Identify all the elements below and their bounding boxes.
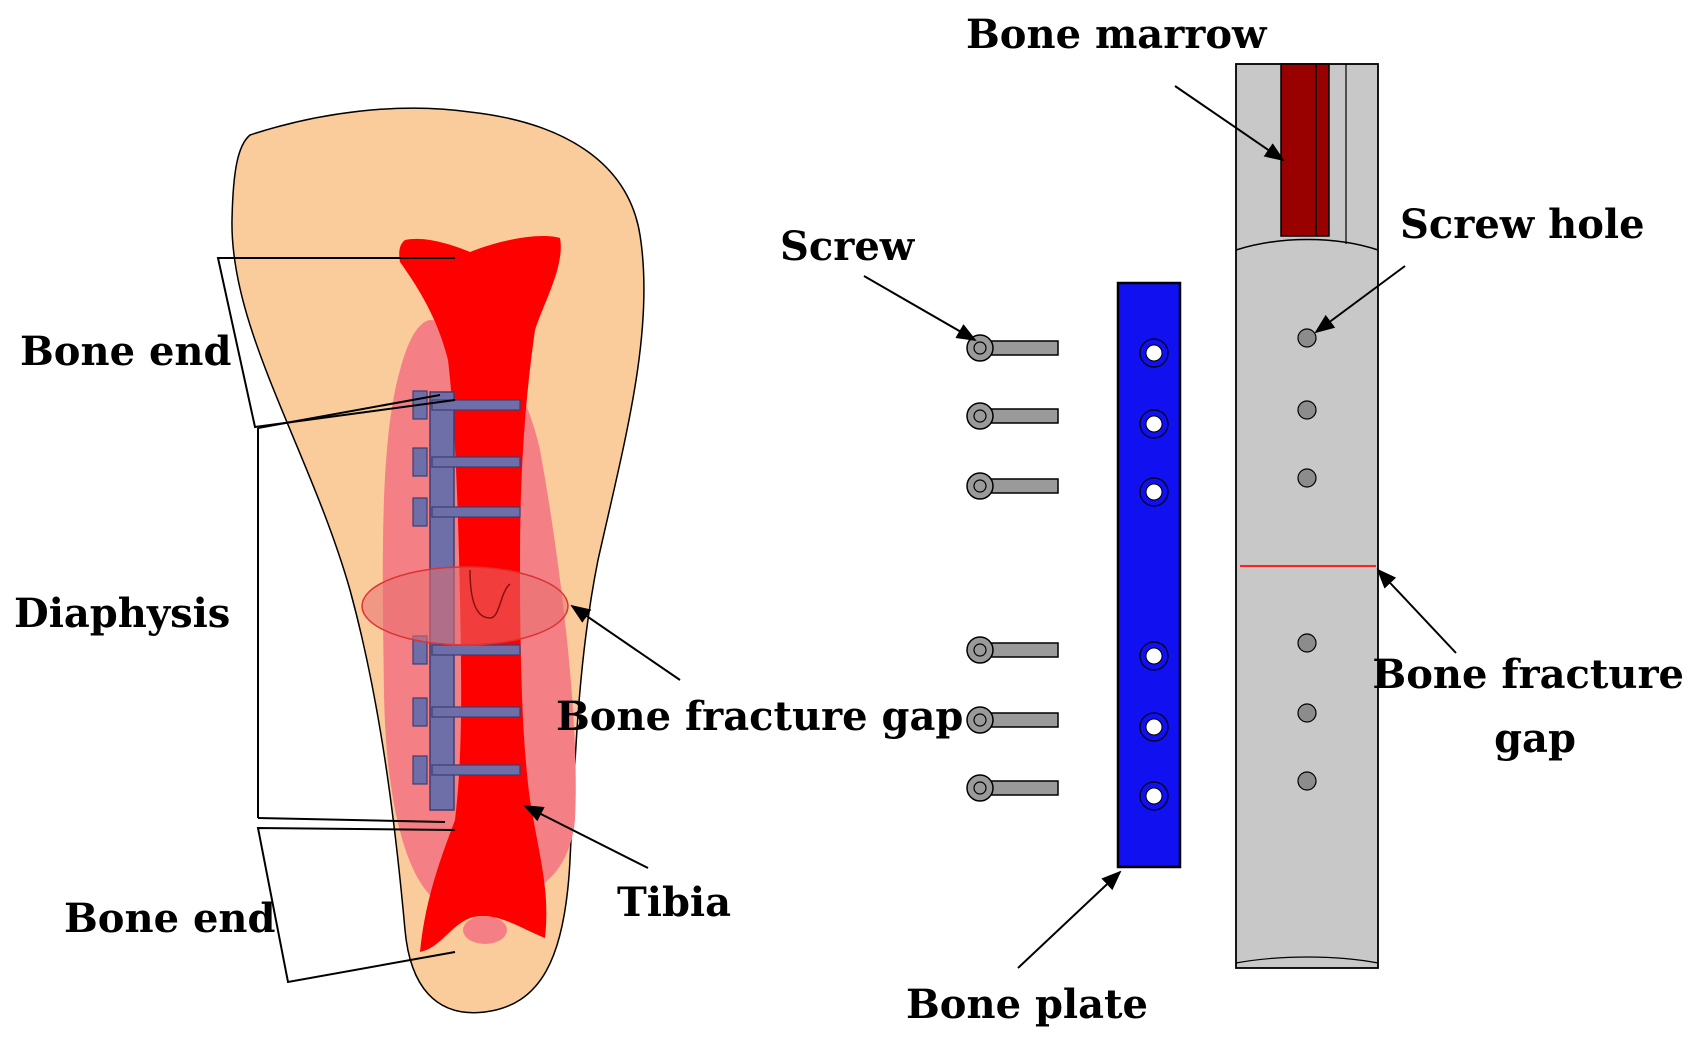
label-bone-fracture-gap-left: Bone fracture gap bbox=[556, 693, 963, 740]
bone-screw-hole bbox=[1297, 633, 1317, 653]
screw-shaft bbox=[989, 712, 1059, 728]
bone-plate-model bbox=[1116, 281, 1182, 869]
screw-shaft bbox=[989, 642, 1059, 658]
bone-screw-hole bbox=[1297, 328, 1317, 348]
bone-screw-hole bbox=[1297, 468, 1317, 488]
plate-hole bbox=[1145, 718, 1163, 736]
fracture-gap-arrow bbox=[570, 604, 681, 681]
fracture-line bbox=[469, 569, 511, 619]
screw-hole-arrow bbox=[1314, 265, 1406, 334]
label-bone-fracture-gap-right-line2: gap bbox=[1494, 715, 1576, 762]
bone-screw-hole bbox=[1297, 703, 1317, 723]
plate-hole bbox=[1145, 415, 1163, 433]
implant-screw-head bbox=[412, 497, 428, 527]
fracture-zone bbox=[361, 566, 569, 646]
leg-schematic bbox=[231, 107, 645, 1014]
plate-holes bbox=[1139, 338, 1169, 811]
screw-shaft bbox=[989, 478, 1059, 494]
plate-hole bbox=[1145, 787, 1163, 805]
fracture-gap-right-arrow bbox=[1376, 568, 1457, 654]
screw-shaft bbox=[989, 340, 1059, 356]
screw-set bbox=[966, 334, 1059, 802]
plate-hole bbox=[1145, 483, 1163, 501]
screw-shaft bbox=[989, 408, 1059, 424]
screw-arrow bbox=[863, 275, 977, 341]
plate-hole bbox=[1145, 344, 1163, 362]
label-bone-end-bottom: Bone end bbox=[64, 895, 275, 942]
implant-screw-shaft bbox=[431, 456, 521, 468]
screw-head-recess bbox=[973, 713, 987, 727]
label-bone-end-top: Bone end bbox=[20, 328, 231, 375]
bone-screw-hole bbox=[1297, 400, 1317, 420]
left-callout-lines bbox=[216, 257, 681, 984]
bone-plate-arrow bbox=[1017, 870, 1122, 969]
tibia-distal-notch bbox=[463, 916, 507, 944]
bone-marrow bbox=[1280, 63, 1330, 237]
implant-screw-shaft bbox=[431, 706, 521, 718]
label-screw-hole: Screw hole bbox=[1400, 201, 1645, 248]
screw-head-recess bbox=[973, 341, 987, 355]
label-bone-marrow: Bone marrow bbox=[966, 11, 1268, 58]
implant-screw-head bbox=[412, 755, 428, 785]
diaphysis-bracket-top bbox=[257, 394, 441, 429]
label-bone-fracture-gap-right-line1: Bone fracture bbox=[1372, 651, 1684, 698]
label-tibia: Tibia bbox=[617, 879, 731, 926]
label-diaphysis: Diaphysis bbox=[14, 590, 230, 637]
screw-head-recess bbox=[973, 781, 987, 795]
diaphysis-bracket-bottom bbox=[257, 817, 446, 823]
bone-screw-hole bbox=[1297, 771, 1317, 791]
bone-top-curve bbox=[1235, 238, 1379, 251]
tibia-arrow bbox=[523, 805, 649, 869]
implant-screw-shaft bbox=[431, 399, 521, 411]
bone-end-top-bracket bbox=[216, 257, 456, 429]
implant-screw-shaft bbox=[431, 506, 521, 518]
bone-end-bottom-bracket bbox=[256, 826, 456, 984]
bone-bottom-curve bbox=[1235, 956, 1379, 964]
bone-screw-holes bbox=[1297, 328, 1317, 791]
implant-screw-head bbox=[412, 697, 428, 727]
label-screw: Screw bbox=[780, 223, 916, 270]
screw-shaft bbox=[989, 780, 1059, 796]
plate-hole bbox=[1145, 647, 1163, 665]
label-bone-plate: Bone plate bbox=[906, 981, 1148, 1028]
implant-screw-head bbox=[412, 447, 428, 477]
implant-screw-shaft bbox=[431, 644, 521, 656]
implant-screw-shaft bbox=[431, 764, 521, 776]
bone-marrow-arrow bbox=[1174, 85, 1285, 162]
screw-head-recess bbox=[973, 479, 987, 493]
bone-model bbox=[1235, 63, 1379, 969]
screw-head-recess bbox=[973, 409, 987, 423]
right-callout-arrows bbox=[863, 85, 1457, 969]
screw-head-recess bbox=[973, 643, 987, 657]
bone-plate bbox=[1116, 281, 1182, 869]
